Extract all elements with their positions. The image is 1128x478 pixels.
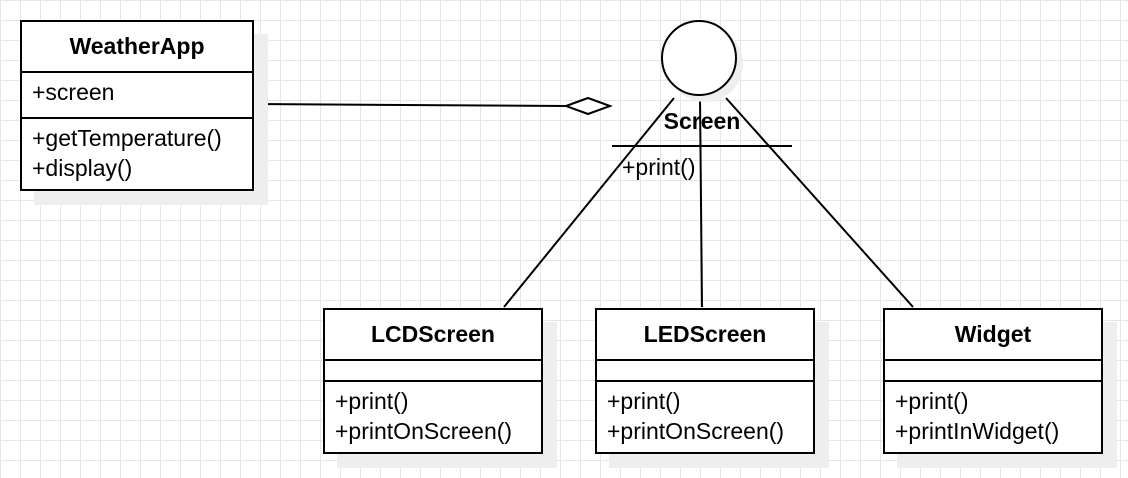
class-name: LCDScreen [325, 310, 541, 361]
screen-interface[interactable]: Screen +print() [612, 20, 792, 190]
class-attributes [597, 361, 813, 382]
aggregation-line[interactable] [253, 103, 567, 107]
class-attributes [325, 361, 541, 382]
realization-line-lcdscreen[interactable] [503, 97, 675, 308]
class-methods: +print() +printOnScreen() [597, 382, 813, 446]
class-attributes [885, 361, 1101, 382]
method-display: +display() [32, 155, 133, 181]
class-methods: +print() +printOnScreen() [325, 382, 541, 446]
realization-line-widget[interactable] [725, 97, 914, 308]
class-methods: +print() +printInWidget() [885, 382, 1101, 446]
interface-name: Screen [663, 108, 741, 134]
attribute-screen: +screen [32, 79, 115, 105]
method-print: +print() [335, 388, 409, 414]
method-print-on-screen: +printOnScreen() [607, 418, 785, 444]
widget-class[interactable]: Widget +print() +printInWidget() [883, 308, 1103, 454]
method-get-temperature: +getTemperature() [32, 125, 222, 151]
method-print: +print() [622, 154, 696, 180]
method-print-in-widget: +printInWidget() [895, 418, 1060, 444]
class-name: WeatherApp [22, 22, 252, 73]
interface-divider [612, 145, 792, 147]
class-attributes: +screen [22, 73, 252, 119]
method-print-on-screen: +printOnScreen() [335, 418, 513, 444]
class-name: Widget [885, 310, 1101, 361]
interface-methods: +print() [622, 152, 696, 182]
method-print: +print() [895, 388, 969, 414]
realization-line-ledscreen[interactable] [699, 97, 703, 308]
aggregation-diamond [563, 96, 613, 116]
lcdscreen-class[interactable]: LCDScreen +print() +printOnScreen() [323, 308, 543, 454]
method-print: +print() [607, 388, 681, 414]
class-name: LEDScreen [597, 310, 813, 361]
interface-circle-icon [661, 20, 737, 96]
ledscreen-class[interactable]: LEDScreen +print() +printOnScreen() [595, 308, 815, 454]
class-methods: +getTemperature() +display() [22, 119, 252, 183]
weatherapp-class[interactable]: WeatherApp +screen +getTemperature() +di… [20, 20, 254, 191]
